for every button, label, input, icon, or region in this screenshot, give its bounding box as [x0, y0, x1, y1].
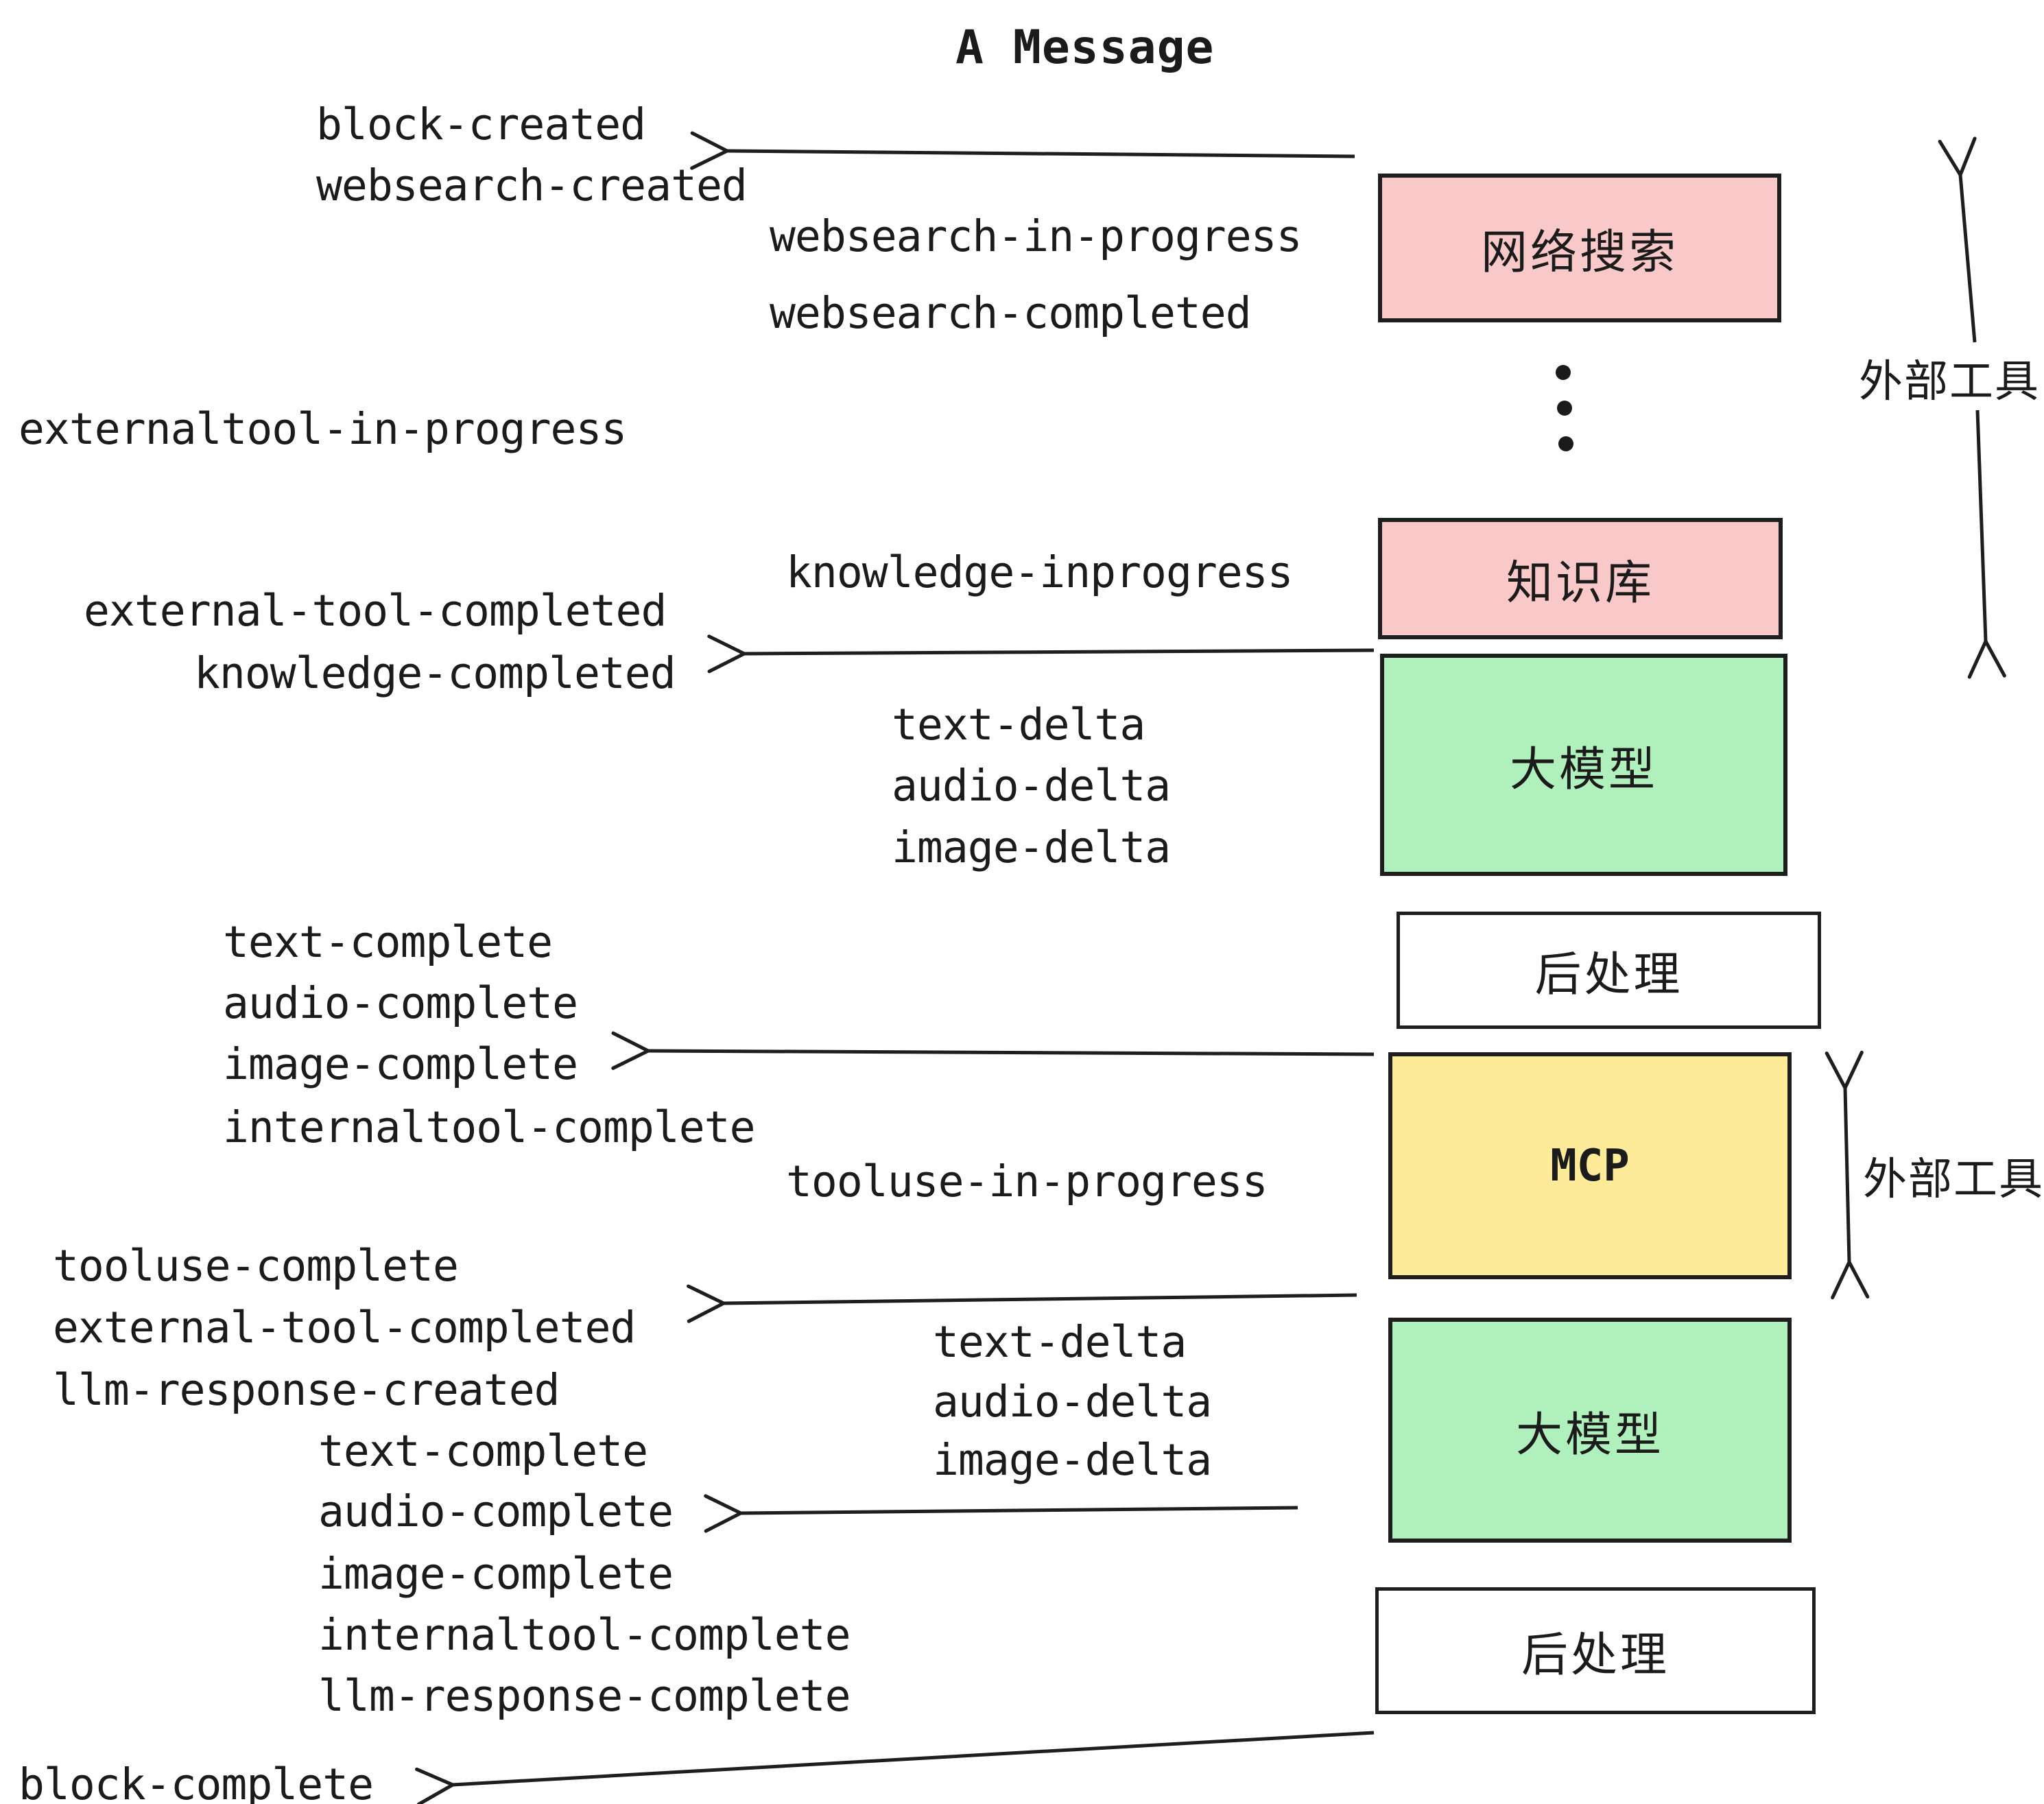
event-label-text-complete-2: text-complete [318, 1426, 648, 1476]
event-label-llm-response-created: llm-response-created [53, 1365, 560, 1415]
arrow-websearch-created [690, 131, 1355, 170]
event-label-internaltool-complete: internaltool-complete [223, 1102, 756, 1152]
arrow-block-complete [415, 1731, 1375, 1804]
event-label-text-delta-2: text-delta [933, 1317, 1187, 1367]
box-websearch-label: 网络搜索 [1480, 226, 1678, 280]
arrow-tooluse-complete [687, 1284, 1357, 1323]
external-tool-down-arrow [1967, 410, 2006, 679]
box-postprocess-2-label: 后处理 [1521, 1628, 1669, 1683]
event-label-audio-delta: audio-delta [892, 761, 1171, 811]
box-websearch: 网络搜索 [1378, 174, 1781, 322]
box-mcp: MCP [1388, 1052, 1792, 1279]
event-label-websearch-created: websearch-created [316, 161, 748, 211]
event-label-image-delta: image-delta [892, 822, 1171, 873]
diagram-title: A Message [955, 21, 1215, 75]
event-label-image-complete-2: image-complete [318, 1549, 674, 1599]
mcp-external-tool-double-arrow [1825, 1050, 1870, 1300]
event-label-websearch-in-progress: websearch-in-progress [770, 211, 1303, 261]
event-label-image-delta-2: image-delta [933, 1435, 1212, 1485]
event-label-text-delta: text-delta [892, 700, 1145, 750]
arrow-audio-complete [704, 1494, 1298, 1533]
arrow-knowledge-completed [707, 634, 1375, 674]
arrow-image-complete [611, 1031, 1375, 1070]
box-postprocess-2: 后处理 [1375, 1587, 1816, 1714]
ellipsis-dots [1556, 365, 1573, 451]
box-knowledge: 知识库 [1378, 518, 1783, 639]
event-label-externaltool-in-progress: externaltool-in-progress [19, 404, 627, 454]
event-label-knowledge-completed: knowledge-completed [194, 648, 676, 698]
event-label-llm-response-complete: llm-response-complete [318, 1671, 851, 1721]
event-label-tooluse-complete: tooluse-complete [53, 1241, 459, 1291]
event-label-block-complete: block-complete [19, 1759, 374, 1804]
annotation-external-tool-1: 外部工具 [1859, 357, 2040, 407]
event-label-image-complete: image-complete [223, 1039, 578, 1089]
event-label-audio-delta-2: audio-delta [933, 1377, 1212, 1427]
event-label-websearch-completed: websearch-completed [770, 288, 1252, 338]
event-label-external-tool-completed-2: external-tool-completed [53, 1303, 636, 1353]
external-tool-up-arrow [1938, 137, 1977, 343]
box-llm-1-label: 大模型 [1509, 742, 1658, 797]
box-postprocess-1-label: 后处理 [1534, 948, 1683, 1002]
event-label-audio-complete-2: audio-complete [318, 1486, 674, 1536]
box-llm-2: 大模型 [1388, 1318, 1792, 1543]
event-label-tooluse-in-progress: tooluse-in-progress [786, 1156, 1268, 1207]
box-postprocess-1: 后处理 [1397, 912, 1821, 1029]
event-label-text-complete: text-complete [223, 917, 553, 967]
event-label-external-tool-completed: external-tool-completed [84, 586, 667, 636]
annotation-external-tool-2: 外部工具 [1863, 1154, 2044, 1205]
event-label-audio-complete: audio-complete [223, 978, 578, 1028]
box-llm-2-label: 大模型 [1515, 1408, 1664, 1462]
event-label-knowledge-inprogress: knowledge-inprogress [786, 547, 1294, 597]
box-llm-1: 大模型 [1380, 654, 1787, 876]
box-knowledge-label: 知识库 [1506, 556, 1654, 610]
event-label-block-created: block-created [316, 99, 646, 150]
event-label-internaltool-complete-2: internaltool-complete [318, 1610, 851, 1660]
box-mcp-label: MCP [1550, 1140, 1630, 1191]
